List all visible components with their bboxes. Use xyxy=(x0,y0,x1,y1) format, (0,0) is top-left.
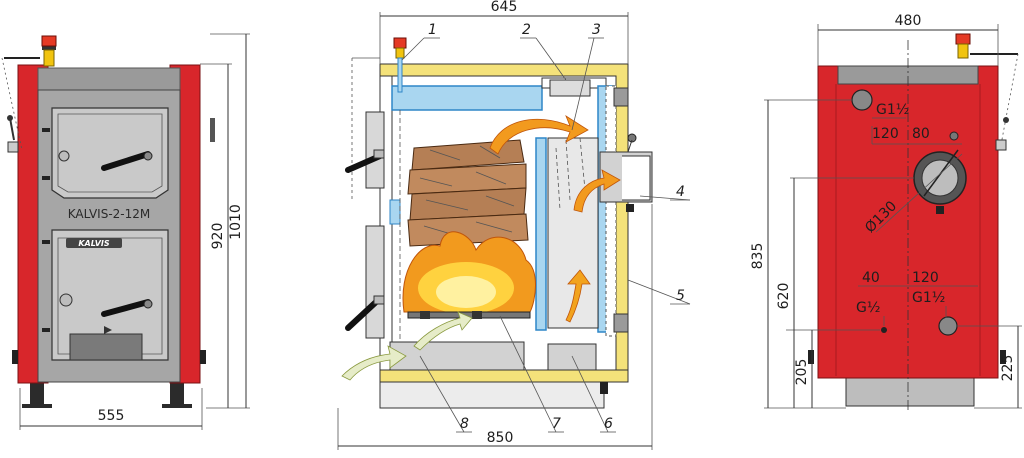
firewood-stack xyxy=(407,139,529,247)
section-dim-top: 645 xyxy=(491,0,518,15)
water-jacket-top xyxy=(391,85,543,111)
brand-label: KALVIS xyxy=(78,239,110,248)
rear-dim-80: 80 xyxy=(912,126,930,142)
rear-dim-835: 835 xyxy=(750,243,766,270)
baffle-column xyxy=(535,137,547,331)
callout-5: 5 xyxy=(676,288,685,304)
rear-dim-120-top: 120 xyxy=(872,126,899,142)
callout-2: 2 xyxy=(522,22,531,38)
callout-4: 4 xyxy=(676,184,685,200)
upper-door xyxy=(51,107,169,199)
front-dim-width: 555 xyxy=(98,408,125,424)
rear-pipe-bottom-left: G½ xyxy=(856,300,880,316)
warning-lamp-icon xyxy=(41,35,57,67)
air-arrow-icon xyxy=(341,345,407,381)
rear-dim-205: 205 xyxy=(794,359,810,386)
callout-3: 3 xyxy=(592,22,601,38)
rear-dim-225: 225 xyxy=(1000,355,1016,382)
rear-dim-620: 620 xyxy=(776,283,792,310)
model-label: KALVIS-2-12M xyxy=(68,207,151,221)
smoke-arrow-icon xyxy=(489,114,589,155)
lower-door xyxy=(51,229,169,361)
rear-pipe-top: G1½ xyxy=(876,102,909,118)
rear-dim-120-bottom: 120 xyxy=(912,270,939,286)
door-handle-icon xyxy=(101,151,151,171)
rear-dim-40: 40 xyxy=(862,270,880,286)
rear-dim-width: 480 xyxy=(895,13,922,29)
section-view: 645 850 1 2 3 4 5 6 7 8 xyxy=(337,0,691,450)
rear-view: G1½ 120 80 Ø130 40 120 G½ G1½ 480 835 62… xyxy=(750,13,1022,410)
rear-warning-lamp-icon xyxy=(955,33,971,59)
flame-icon xyxy=(402,231,536,314)
callout-1: 1 xyxy=(428,22,437,38)
front-dim-1010: 1010 xyxy=(228,204,244,240)
front-dim-920: 920 xyxy=(210,223,226,250)
callout-7: 7 xyxy=(552,416,561,432)
callout-8: 8 xyxy=(460,416,469,432)
callout-6: 6 xyxy=(604,416,613,432)
rear-pipe-bottom-right: G1½ xyxy=(912,290,945,306)
front-view: KALVIS KALVIS-2-12M 555 920 xyxy=(1,33,250,430)
section-dim-bottom: 850 xyxy=(487,430,514,446)
